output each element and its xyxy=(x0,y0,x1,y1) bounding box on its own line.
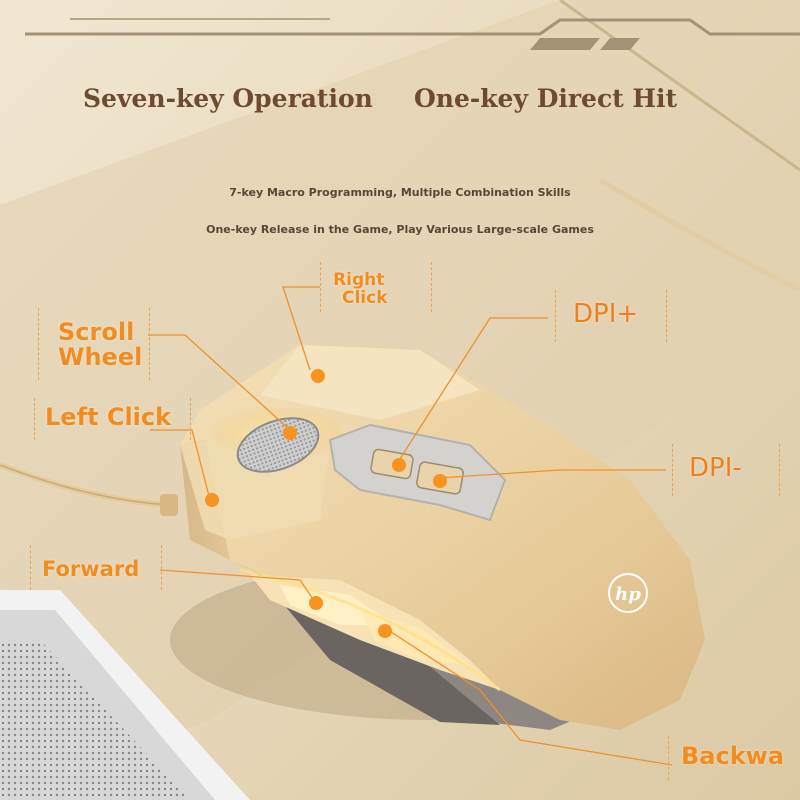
bracket-right-click xyxy=(320,262,432,312)
label-left-click: Left Click xyxy=(45,403,172,431)
bracket-backward xyxy=(668,736,800,780)
tech-bar-block-2 xyxy=(600,38,640,50)
label-backward: Backwa xyxy=(681,742,785,770)
label-right-click-line2: Click xyxy=(342,287,388,308)
label-dpi-minus: DPI- xyxy=(689,453,742,483)
right-click-button xyxy=(260,345,480,420)
dpi-plate xyxy=(328,423,507,522)
subtitle-release: One-key Release in the Game, Play Variou… xyxy=(206,223,594,236)
bracket-scroll-wheel xyxy=(38,308,150,380)
bracket-forward xyxy=(30,545,162,590)
tech-bar xyxy=(25,18,800,36)
cable-strain-relief xyxy=(160,494,178,516)
bracket-dpi-plus xyxy=(555,290,667,342)
callout-lines xyxy=(148,286,673,766)
tech-bar-block xyxy=(530,38,600,50)
hp-logo: hp xyxy=(615,584,641,605)
hp-logo-ring xyxy=(608,573,648,613)
scroll-wheel xyxy=(237,418,319,472)
label-forward: Forward xyxy=(42,557,140,581)
bracket-dpi-minus xyxy=(672,444,780,496)
mouse-base-dark xyxy=(280,600,500,725)
label-scroll-wheel-line2: Wheel xyxy=(58,343,143,372)
label-right-click-line1: Right xyxy=(333,270,385,290)
bracket-left-click xyxy=(34,398,191,440)
headline-one-key: One-key Direct Hit xyxy=(414,84,678,113)
mouse-cable-shadow xyxy=(0,464,171,506)
laptop-speaker-grille xyxy=(0,640,190,800)
label-right-click: Right Click xyxy=(330,270,388,308)
callout-dots xyxy=(205,369,447,638)
headline-seven-key: Seven-key Operation xyxy=(83,84,373,113)
scroll-wheel-rim xyxy=(236,417,320,473)
mat-edge xyxy=(559,0,800,172)
mat-seam xyxy=(598,177,800,293)
dpi-plus-button xyxy=(370,448,414,480)
subtitle-macro: 7-key Macro Programming, Multiple Combin… xyxy=(229,186,571,199)
label-dpi-plus: DPI+ xyxy=(573,299,639,329)
label-scroll-wheel: Scroll Wheel xyxy=(50,318,143,372)
label-scroll-wheel-line1: Scroll xyxy=(58,318,135,346)
